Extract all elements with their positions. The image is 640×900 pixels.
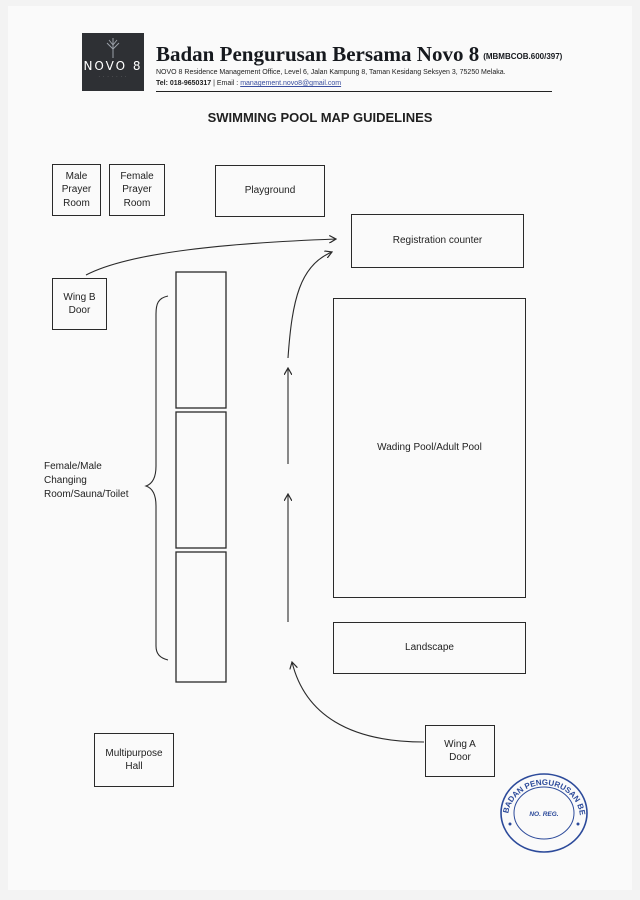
email-label: | Email : [213, 80, 239, 87]
landscape-label: Landscape [405, 642, 454, 654]
female-prayer-room: Female Prayer Room [109, 164, 165, 216]
male-prayer-room-label: Male Prayer Room [61, 170, 92, 209]
female-prayer-room-label: Female Prayer Room [120, 170, 154, 209]
svg-text:NO. REG.: NO. REG. [529, 811, 558, 818]
org-address: NOVO 8 Residence Management Office, Leve… [156, 69, 506, 76]
wading-adult-pool: Wading Pool/Adult Pool [333, 298, 526, 598]
landscape: Landscape [333, 622, 526, 674]
novo8-logo: NOVO 8 · · · · · · · [82, 33, 144, 91]
logo-mark-icon [106, 38, 120, 58]
changing-room-label: Female/Male Changing Room/Sauna/Toilet [44, 461, 129, 500]
changing-room-block-2 [175, 411, 227, 549]
official-stamp: BADAN PENGURUSAN BERSAMA NOVO 8 NO. REG. [498, 770, 588, 853]
logo-subtext: · · · · · · · [98, 74, 128, 79]
org-name-text: Badan Pengurusan Bersama Novo 8 [156, 42, 480, 66]
logo-text: NOVO 8 [83, 59, 143, 73]
wing-a-door: Wing A Door [425, 725, 495, 777]
org-contact: Tel: 018-9650317 | Email : management.no… [156, 80, 341, 87]
org-email-link[interactable]: management.novo8@gmail.com [240, 80, 342, 87]
path-winga-to-corridor [292, 662, 425, 743]
document-page [8, 6, 632, 890]
wading-adult-pool-label: Wading Pool/Adult Pool [377, 442, 482, 454]
playground-label: Playground [244, 185, 296, 197]
multipurpose-hall-label: Multipurpose Hall [105, 747, 163, 773]
changing-room-brace [144, 295, 169, 661]
changing-room-block-1 [175, 271, 227, 409]
path-wingb-to-registration [85, 239, 336, 276]
wing-b-door-label: Wing B Door [63, 291, 96, 317]
registration-counter-label: Registration counter [392, 235, 483, 247]
wing-a-door-label: Wing A Door [444, 738, 476, 764]
org-ref: (MBMBCOB.600/397) [483, 52, 563, 61]
male-prayer-room: Male Prayer Room [52, 164, 101, 216]
playground: Playground [215, 165, 325, 217]
registration-counter: Registration counter [351, 214, 524, 268]
org-tel: Tel: 018-9650317 [156, 80, 212, 87]
wing-b-door: Wing B Door [52, 278, 107, 330]
changing-room-block-3 [175, 551, 227, 683]
org-name: Badan Pengurusan Bersama Novo 8(MBMBCOB.… [156, 42, 562, 67]
map-title: SWIMMING POOL MAP GUIDELINES [207, 110, 433, 125]
path-corridor-to-registration [287, 252, 332, 359]
header-divider [156, 91, 552, 92]
multipurpose-hall: Multipurpose Hall [94, 733, 174, 787]
